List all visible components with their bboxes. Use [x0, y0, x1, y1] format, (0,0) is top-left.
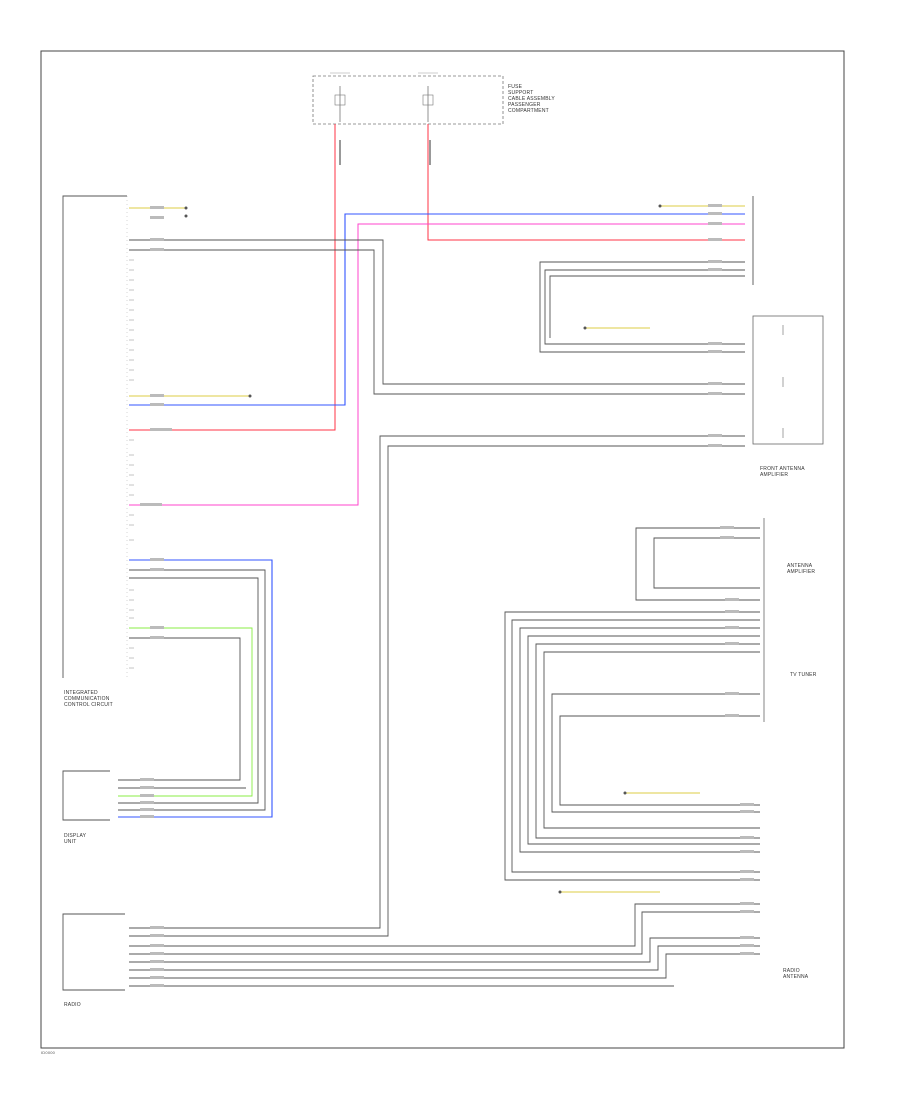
wire-label-marks	[140, 204, 754, 987]
module-main-label: INTEGRATED COMMUNICATION CONTROL CIRCUIT	[64, 690, 113, 708]
display-unit	[62, 770, 110, 821]
blue-wires	[118, 213, 745, 818]
diagram-frame	[40, 50, 845, 1049]
yellow-wires	[129, 205, 745, 893]
radio-unit	[62, 913, 125, 991]
fuse-box	[312, 72, 504, 125]
connector-dots	[184, 204, 662, 894]
green-wires	[118, 627, 253, 797]
connector-pins	[129, 259, 134, 669]
gray-wires	[118, 239, 760, 987]
integrated-module	[62, 195, 128, 678]
tv-tuner-label: TV TUNER	[790, 672, 817, 678]
antenna-amp-label: ANTENNA AMPLIFIER	[787, 563, 816, 575]
tv-tuner-box	[752, 315, 824, 445]
front-antenna-label: FRONT ANTENNA AMPLIFIER	[760, 466, 805, 478]
radio-label: RADIO	[64, 1002, 81, 1008]
radio-antenna-label: RADIO ANTENNA	[783, 968, 809, 980]
footer-id: ID0000	[41, 1050, 56, 1055]
display-unit-label: DISPLAY UNIT	[64, 833, 87, 845]
pink-wires	[129, 223, 745, 506]
red-wires	[129, 124, 745, 431]
fuse-box-label: FUSE SUPPORT CABLE ASSEMBLY PASSENGER CO…	[508, 84, 555, 114]
red-wire-fuse-mark	[339, 140, 431, 165]
